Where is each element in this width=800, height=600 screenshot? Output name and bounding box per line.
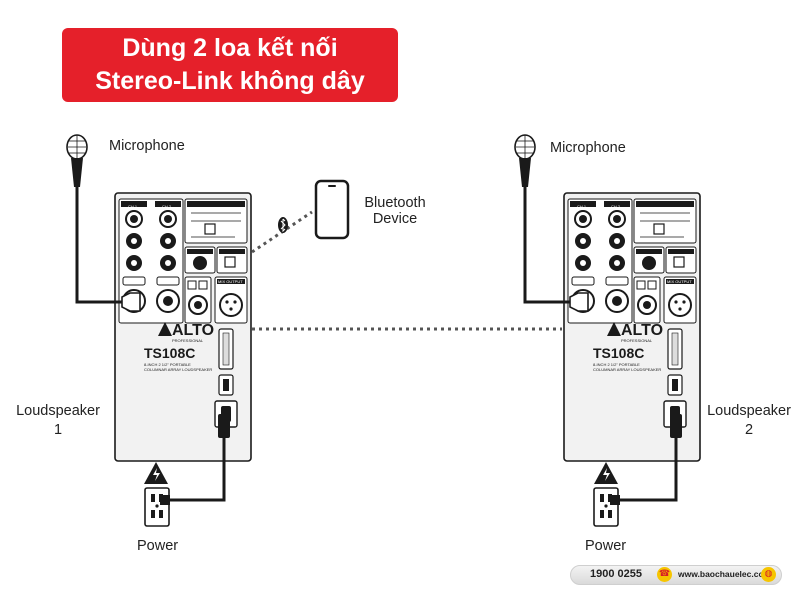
mix-output-label: MIX OUTPUT [667, 279, 692, 284]
loudspeaker-1-line-1: Loudspeaker [16, 403, 100, 419]
power-plug-left [218, 414, 230, 438]
footer-pill [570, 565, 782, 585]
globe-icon: ◍ [761, 567, 776, 582]
loudspeaker-2-label: Loudspeaker 2 [701, 402, 797, 440]
power-right-label: Power [585, 538, 627, 554]
power-cable-right [620, 437, 678, 502]
power-plug-right [670, 414, 682, 438]
phone-icon: ☎ [657, 567, 672, 582]
model-text: TS108C [144, 345, 195, 361]
power-left-label: Power [137, 538, 179, 554]
desc-line-2: COLUMNAR ARRAY LOUDSPEAKER [144, 367, 212, 372]
xlr-plug-left [121, 292, 141, 312]
outlet-left-icon [144, 487, 170, 527]
ch2-label: CH 2 [162, 204, 172, 209]
speaker-1-branding: ALTO PROFESSIONAL TS108C 8-INCH 2 1/2" P… [128, 204, 243, 372]
mic-cable-left [75, 187, 122, 304]
loudspeaker-1-label: Loudspeaker 1 [10, 402, 106, 440]
brand-sub-text: PROFESSIONAL [172, 338, 204, 343]
bluetooth-icon [278, 217, 288, 233]
microphone-left-label: Microphone [109, 138, 185, 154]
xlr-plug-right [569, 292, 589, 312]
title-banner: Dùng 2 loa kết nối Stereo-Link không dây [62, 28, 398, 102]
brand-text: ALTO [621, 322, 663, 339]
brand-sub-text: PROFESSIONAL [621, 338, 653, 343]
smartphone-icon [314, 179, 350, 240]
loudspeaker-2-line-2: 2 [744, 422, 754, 438]
model-text: TS108C [593, 345, 644, 361]
desc-line-1: 8-INCH 2 1/2" PORTABLE [144, 362, 191, 367]
desc-line-1: 8-INCH 2 1/2" PORTABLE [593, 362, 640, 367]
outlet-plug-right [610, 495, 620, 505]
loudspeaker-1-line-2: 1 [53, 422, 63, 438]
title-line-2: Stereo-Link không dây [95, 67, 365, 95]
ch1-label: CH 1 [577, 204, 587, 209]
ch2-label: CH 2 [611, 204, 621, 209]
mic-cable-right [523, 187, 570, 304]
bluetooth-label-line-2: Device [372, 211, 418, 227]
alto-logo-icon [607, 322, 621, 336]
alto-logo-icon [158, 322, 172, 336]
microphone-right-label: Microphone [550, 140, 626, 156]
title-line-1: Dùng 2 loa kết nối [122, 34, 338, 62]
warning-right-icon [594, 462, 618, 484]
warning-left-icon [144, 462, 168, 484]
website-link[interactable]: www.baochauelec.com [678, 569, 772, 579]
power-cable-left [168, 437, 226, 502]
outlet-plug-left [160, 495, 170, 505]
desc-line-2: COLUMNAR ARRAY LOUDSPEAKER [593, 367, 661, 372]
bluetooth-device-label: Bluetooth Device [358, 195, 432, 227]
outlet-right-icon [593, 487, 619, 527]
microphone-right-icon [514, 134, 536, 188]
microphone-left-icon [66, 134, 88, 188]
mix-output-label: MIX OUTPUT [218, 279, 243, 284]
bluetooth-label-line-1: Bluetooth [364, 195, 426, 211]
hotline-number[interactable]: 1900 0255 [590, 568, 642, 580]
contact-footer: 1900 0255 ☎ www.baochauelec.com ◍ [570, 565, 782, 585]
loudspeaker-2-line-1: Loudspeaker [707, 403, 791, 419]
brand-text: ALTO [172, 322, 214, 339]
ch1-label: CH 1 [128, 204, 138, 209]
speaker-2-branding: ALTO PROFESSIONAL TS108C 8-INCH 2 1/2" P… [577, 204, 692, 372]
